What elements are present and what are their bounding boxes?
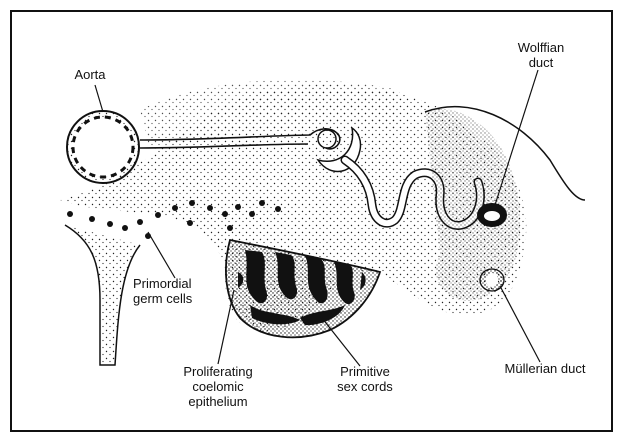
mullerian-duct-label: Müllerian duct [485,361,605,376]
primordial-germ-cells-label: Primordial germ cells [133,276,223,306]
primitive-sex-cords-label: Primitive sex cords [325,364,405,394]
mesonephric-ridge [425,109,520,301]
proliferating-coelomic-epithelium-label: Proliferating coelomic epithelium [168,364,268,409]
wolffian-duct-label: Wolffian duct [506,40,576,70]
aorta [67,111,139,183]
aorta-leader [95,85,103,112]
germ-cells-leader [148,232,175,278]
mullerian-duct-leader [500,286,540,362]
wolffian-duct [477,203,507,227]
body-wall-stalk [65,225,140,365]
aorta-label: Aorta [60,67,120,82]
sex-cords-leader [322,318,360,366]
